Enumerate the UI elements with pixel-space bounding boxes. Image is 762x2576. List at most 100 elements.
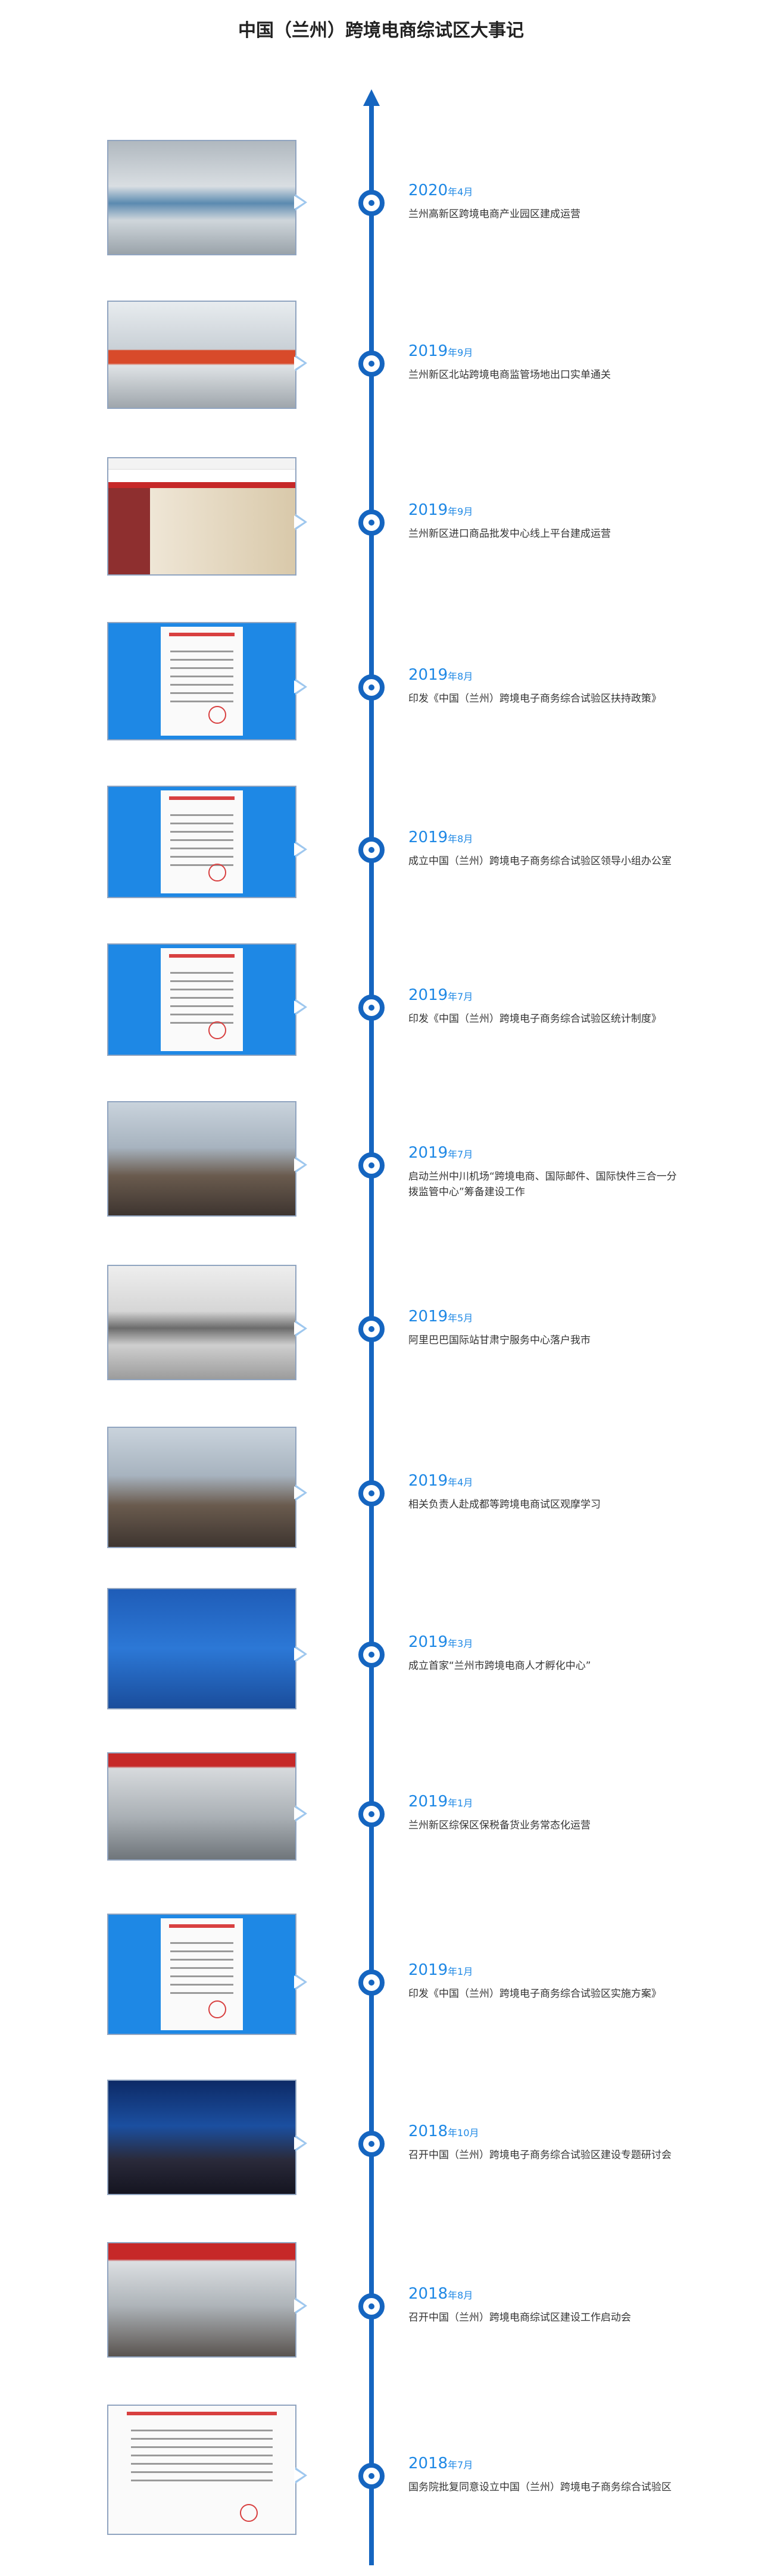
document-text-line xyxy=(170,980,233,982)
photo xyxy=(108,1266,295,1379)
timeline-node xyxy=(358,1316,385,1342)
event-description: 印发《中国（兰州）跨境电子商务综合试验区统计制度》 xyxy=(408,1013,661,1025)
event-month: 年3月 xyxy=(448,1638,473,1649)
document-text-line xyxy=(170,692,233,694)
event-month: 年1月 xyxy=(448,1966,473,1977)
event-date: 2019年9月 xyxy=(408,342,473,360)
seal-icon xyxy=(208,706,227,724)
document-text-line xyxy=(130,2446,273,2448)
event-month: 年9月 xyxy=(448,347,473,358)
document-header xyxy=(168,1924,235,1928)
event-month: 年7月 xyxy=(448,991,473,1002)
event-image[interactable] xyxy=(107,1427,296,1548)
pointer-icon xyxy=(294,841,307,858)
pointer-icon xyxy=(294,1805,307,1822)
pointer-icon xyxy=(294,1320,307,1337)
pointer-icon xyxy=(294,514,307,530)
document-text-line xyxy=(170,989,233,990)
timeline-node xyxy=(358,2293,385,2319)
document-text-line xyxy=(170,1005,233,1007)
event-image[interactable] xyxy=(107,1101,296,1217)
event-year: 2019 xyxy=(408,1472,448,1490)
timeline-node-dot xyxy=(368,1811,374,1817)
document-header xyxy=(168,633,235,636)
document-text-line xyxy=(130,2455,273,2456)
timeline-node xyxy=(358,995,385,1021)
pointer-icon xyxy=(294,2135,307,2152)
event-year: 2019 xyxy=(408,829,448,846)
timeline-node-dot xyxy=(368,847,374,853)
document-text-line xyxy=(130,2438,273,2440)
document-header xyxy=(168,796,235,800)
event-image[interactable] xyxy=(107,2242,296,2358)
timeline-node xyxy=(358,1480,385,1506)
document-header xyxy=(168,954,235,958)
event-description: 印发《中国（兰州）跨境电子商务综合试验区扶持政策》 xyxy=(408,693,661,705)
document-text-line xyxy=(130,2463,273,2465)
timeline-node xyxy=(358,1152,385,1178)
timeline-node-dot xyxy=(368,684,374,690)
timeline-node-dot xyxy=(368,361,374,367)
event-year: 2019 xyxy=(408,986,448,1004)
event-image[interactable] xyxy=(107,1752,296,1861)
event-year: 2018 xyxy=(408,2122,448,2140)
pointer-icon xyxy=(294,1974,307,1990)
document-page xyxy=(160,790,243,893)
document-text-line xyxy=(170,848,233,849)
event-date: 2019年1月 xyxy=(408,1961,473,1979)
document-text-line xyxy=(170,1975,233,1977)
event-month: 年5月 xyxy=(448,1312,473,1324)
document-page xyxy=(160,1918,243,2030)
event-month: 年8月 xyxy=(448,2290,473,2301)
event-image[interactable] xyxy=(107,622,296,740)
pointer-icon xyxy=(294,2297,307,2314)
pointer-icon xyxy=(294,355,307,371)
document-text-line xyxy=(170,667,233,669)
event-image[interactable] xyxy=(107,2080,296,2195)
timeline-node xyxy=(358,190,385,216)
document-text-line xyxy=(130,2430,273,2431)
timeline-node-dot xyxy=(368,2473,374,2479)
timeline-node xyxy=(358,1969,385,1996)
pointer-icon xyxy=(294,1484,307,1501)
seal-icon xyxy=(208,2000,227,2018)
event-year: 2019 xyxy=(408,666,448,684)
document-text-line xyxy=(170,814,233,816)
event-year: 2019 xyxy=(408,342,448,360)
event-image[interactable] xyxy=(107,457,296,576)
timeline-node-dot xyxy=(368,520,374,526)
photo xyxy=(108,302,295,408)
event-image[interactable] xyxy=(107,1914,296,2035)
event-description: 印发《中国（兰州）跨境电子商务综合试验区实施方案》 xyxy=(408,1988,661,2000)
event-description: 召开中国（兰州）跨境电子商务综合试验区建设专题研讨会 xyxy=(408,2149,672,2161)
seal-icon xyxy=(240,2504,258,2522)
event-description: 国务院批复同意设立中国（兰州）跨境电子商务综合试验区 xyxy=(408,2481,672,2493)
event-image[interactable] xyxy=(107,1588,296,1709)
document-text-line xyxy=(170,1022,233,1024)
document-text-line xyxy=(170,1959,233,1961)
document-text-line xyxy=(170,839,233,841)
document-text-line xyxy=(170,1942,233,1944)
event-year: 2018 xyxy=(408,2285,448,2303)
document-text-line xyxy=(170,701,233,702)
event-image[interactable] xyxy=(107,1265,296,1380)
event-date: 2019年4月 xyxy=(408,1472,473,1490)
arrow-up-icon xyxy=(363,89,380,106)
photo xyxy=(108,1428,295,1547)
document-text-line xyxy=(170,676,233,677)
event-date: 2019年5月 xyxy=(408,1308,473,1325)
event-month: 年8月 xyxy=(448,833,473,845)
website-banner xyxy=(150,488,295,574)
event-image[interactable] xyxy=(107,140,296,255)
document-text-line xyxy=(130,2471,273,2473)
event-image[interactable] xyxy=(107,2405,296,2535)
photo xyxy=(108,2243,295,2356)
event-month: 年7月 xyxy=(448,2459,473,2471)
timeline-node xyxy=(358,351,385,377)
event-image[interactable] xyxy=(107,786,296,898)
event-image[interactable] xyxy=(107,301,296,409)
event-date: 2019年8月 xyxy=(408,666,473,684)
photo xyxy=(108,2081,295,2194)
event-image[interactable] xyxy=(107,943,296,1056)
seal-icon xyxy=(208,864,227,881)
